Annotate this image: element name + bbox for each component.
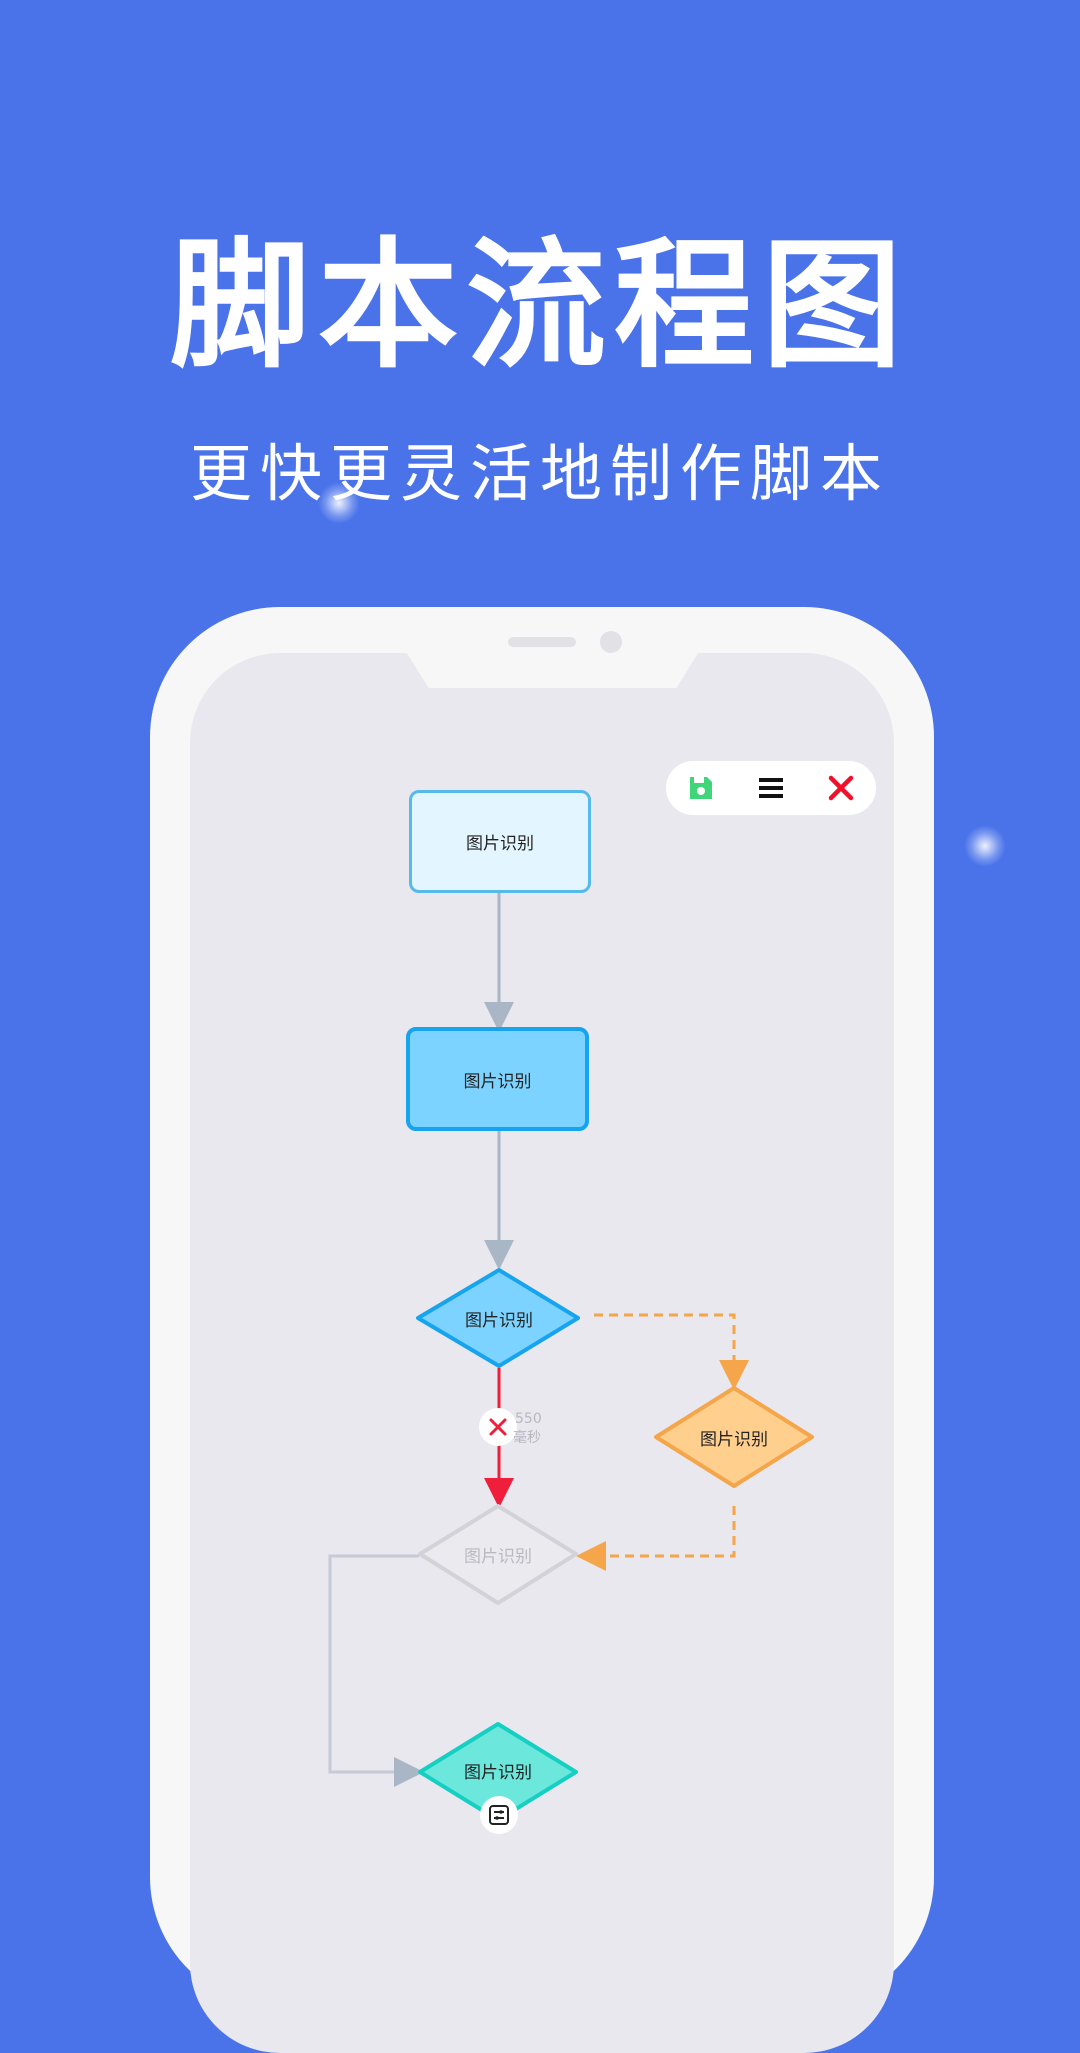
- close-button[interactable]: [821, 768, 861, 808]
- light-glow: [964, 825, 1006, 867]
- flow-node-4[interactable]: 图片识别: [656, 1419, 812, 1455]
- flow-node-label: 图片识别: [464, 1546, 532, 1567]
- node-4-shape[interactable]: [654, 1386, 814, 1488]
- flow-node-3[interactable]: 图片识别: [420, 1300, 578, 1336]
- page-subtitle: 更快更灵活地制作脚本: [189, 437, 890, 510]
- edge-3-4-branch: [594, 1313, 749, 1390]
- delay-unit: 毫秒: [513, 1430, 541, 1446]
- delay-value: 550: [515, 1411, 542, 1427]
- menu-button[interactable]: [751, 768, 791, 808]
- flow-node-5[interactable]: 图片识别: [420, 1536, 576, 1572]
- save-button[interactable]: [681, 768, 721, 808]
- page-title: 脚本流程图: [169, 225, 910, 388]
- edge-4-5-branch: [576, 1506, 736, 1571]
- light-glow: [318, 482, 360, 524]
- flow-node-label: 图片识别: [700, 1429, 768, 1450]
- phone-speaker: [508, 637, 576, 647]
- flow-node-label: 图片识别: [466, 834, 534, 854]
- phone-camera: [600, 631, 622, 653]
- settings-sliders-icon: [489, 1805, 509, 1825]
- flow-node-1[interactable]: 图片识别: [409, 790, 591, 893]
- node-settings-button[interactable]: [480, 1796, 518, 1834]
- flow-node-label: 图片识别: [463, 1071, 532, 1092]
- edge-5-6: [328, 1554, 424, 1787]
- flow-node-label: 图片识别: [465, 1310, 533, 1331]
- flow-node-2[interactable]: 图片识别: [406, 1027, 589, 1131]
- flow-node-label: 图片识别: [464, 1762, 532, 1783]
- node-3-shape[interactable]: [416, 1268, 580, 1368]
- close-icon: [489, 1418, 507, 1436]
- phone-notch: [405, 650, 700, 688]
- menu-icon: [759, 778, 783, 798]
- save-icon: [690, 777, 712, 799]
- flowchart-connectors: [328, 893, 814, 1822]
- flow-node-6[interactable]: 图片识别: [420, 1752, 576, 1788]
- node-5-shape[interactable]: [418, 1504, 578, 1605]
- fail-edge-badge[interactable]: [479, 1408, 517, 1446]
- close-icon: [828, 775, 854, 801]
- editor-toolbar: [666, 761, 876, 815]
